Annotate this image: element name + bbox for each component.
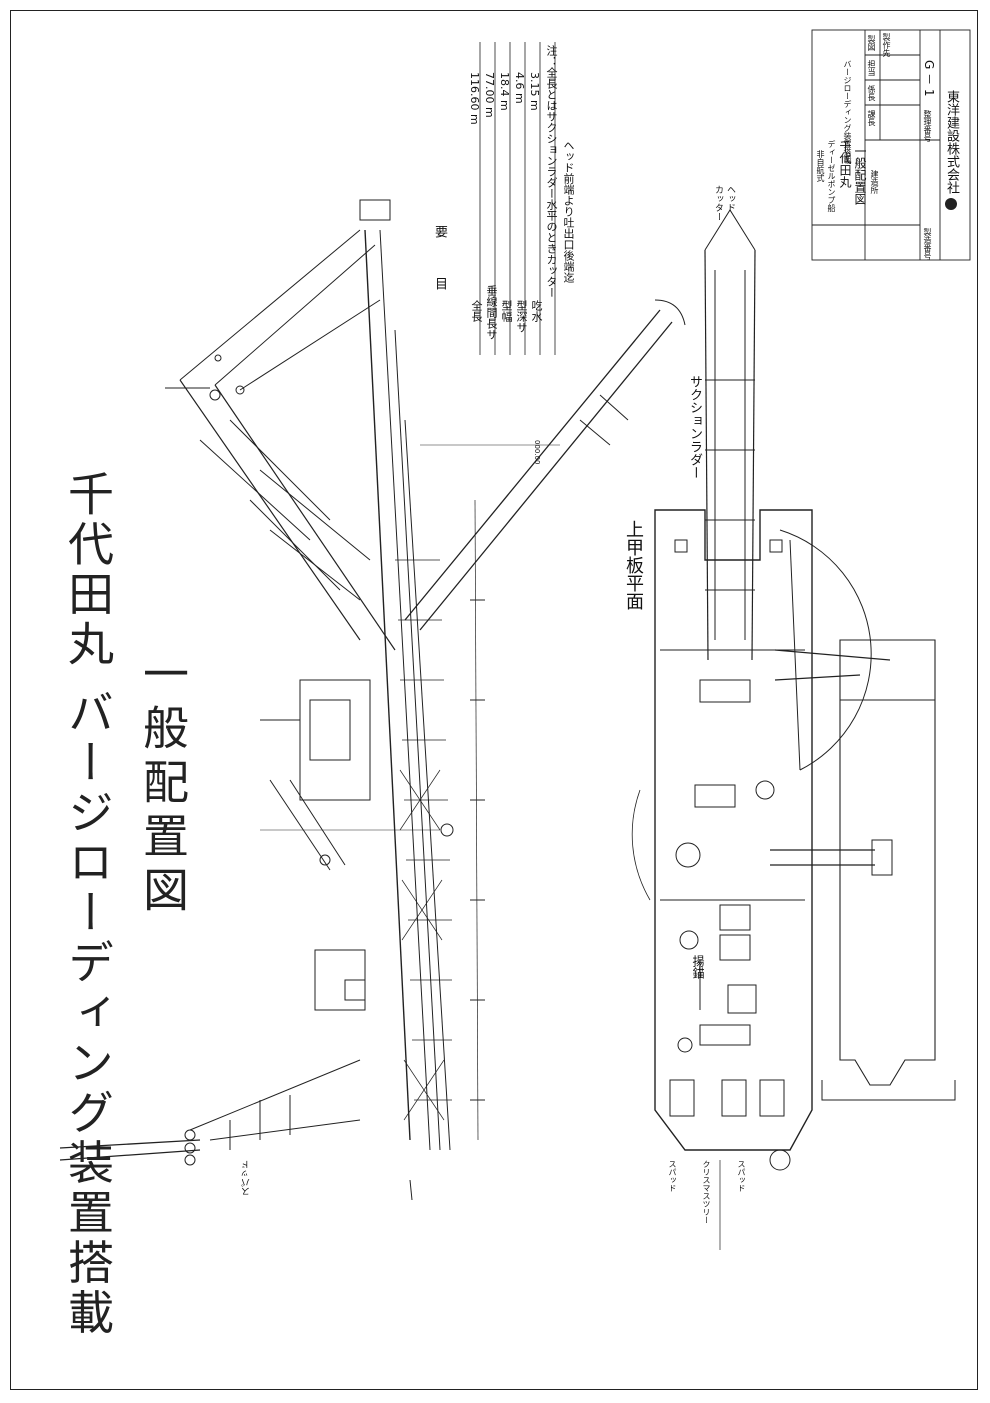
plan-view: [631, 209, 956, 1250]
spud-label-1: スパッド: [668, 1160, 677, 1192]
tb-shipyard-label: 建造所: [870, 170, 879, 194]
spec-label-length: 全長: [470, 300, 483, 322]
winch-label: 揚錨: [691, 955, 705, 979]
tb-drawing-title: 一般配置図: [853, 145, 867, 205]
spec-label-lpp: 垂線間長サ: [485, 285, 498, 340]
tb-approver-chief: 課長: [867, 110, 876, 126]
tb-ship-type: ディーゼルポンプ船: [827, 140, 836, 212]
suction-ladder-label: サクションラダー: [687, 375, 702, 479]
upper-deck-plan-label: 上甲板平面: [623, 520, 644, 610]
dimension-label: 000.00: [533, 440, 541, 465]
company-logo: [945, 198, 957, 210]
tb-type-line: 非自航式: [816, 150, 825, 182]
tb-drawing-no-label: 製造番号: [923, 228, 932, 260]
title-block: [811, 29, 971, 261]
drawing-title-line2: 一般配置図: [136, 650, 190, 920]
spec-note-line2: ヘッド前端より吐出口後端迄: [562, 140, 575, 283]
spec-value-breadth: 18.4 m: [498, 72, 511, 111]
tb-company: 東洋建設株式会社: [944, 90, 959, 194]
tb-equipment: バージローディング装置搭載: [843, 60, 852, 164]
spec-value-draft: 3.15 m: [528, 72, 541, 111]
spec-value-lpp: 77.00 m: [483, 72, 496, 118]
tb-ship-name: 千代田丸: [838, 140, 852, 188]
tb-approver-maker: 製作先: [882, 33, 891, 57]
tb-approver-staff: 担当: [867, 60, 876, 76]
tb-approver-draft: 製図: [867, 35, 876, 51]
tb-drawing-code: G － 1: [922, 60, 936, 97]
christmas-tree-label: クリスマスツリー: [702, 1160, 711, 1224]
tb-approver-subchief: 係長: [867, 85, 876, 101]
specs-heading: 要 目: [432, 225, 447, 290]
spud-side-label: スパッド: [242, 1160, 252, 1196]
cutter-head-label-1: カッター: [713, 185, 723, 221]
drawing-title-line1: 千代田丸 バージローディング装置搭載: [61, 470, 115, 1339]
spec-label-breadth: 型幅: [500, 300, 513, 322]
specifications-table: [479, 42, 556, 355]
cutter-head-label-2: ヘッド: [725, 185, 735, 212]
side-elevation-view: [59, 199, 686, 1201]
spec-note-line1: 注：全長とはサクションラダー水平のときカッター: [545, 45, 558, 298]
drawing-sheet: [10, 10, 978, 1390]
spec-value-length: 116.60 m: [468, 72, 481, 125]
spud-label-2: スパッド: [737, 1160, 746, 1192]
spec-label-draft: 吃水: [530, 300, 543, 322]
spec-value-depth: 4.6 m: [513, 72, 526, 104]
spec-label-depth: 型深サ: [515, 300, 528, 333]
tb-mgmt-no-label: 整理番号: [923, 110, 932, 142]
